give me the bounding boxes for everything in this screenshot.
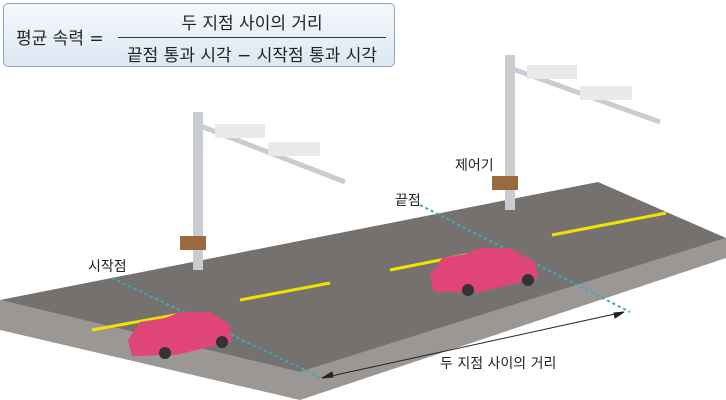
formula-lhs: 평균 속력 =: [16, 29, 104, 49]
car-far: [430, 248, 538, 296]
label-controller: 제어기: [455, 158, 494, 174]
label-end: 끝점: [395, 193, 421, 209]
formula-numerator: 두 지점 사이의 거리: [118, 9, 386, 38]
pole-right: [492, 55, 661, 210]
label-distance: 두 지점 사이의 거리: [440, 356, 557, 372]
distance-arrow: [321, 311, 625, 379]
road-front-face: [0, 238, 726, 400]
controller-box: [492, 176, 518, 190]
car-near: [128, 312, 232, 359]
label-start: 시작점: [88, 259, 127, 275]
pole-left: [180, 112, 346, 270]
formula-denominator: 끝점 통과 시각 − 시작점 통과 시각: [127, 46, 377, 66]
formula-fraction: 두 지점 사이의 거리 끝점 통과 시각 − 시작점 통과 시각: [118, 9, 386, 66]
formula-box: 평균 속력 = 두 지점 사이의 거리 끝점 통과 시각 − 시작점 통과 시각: [3, 3, 395, 67]
